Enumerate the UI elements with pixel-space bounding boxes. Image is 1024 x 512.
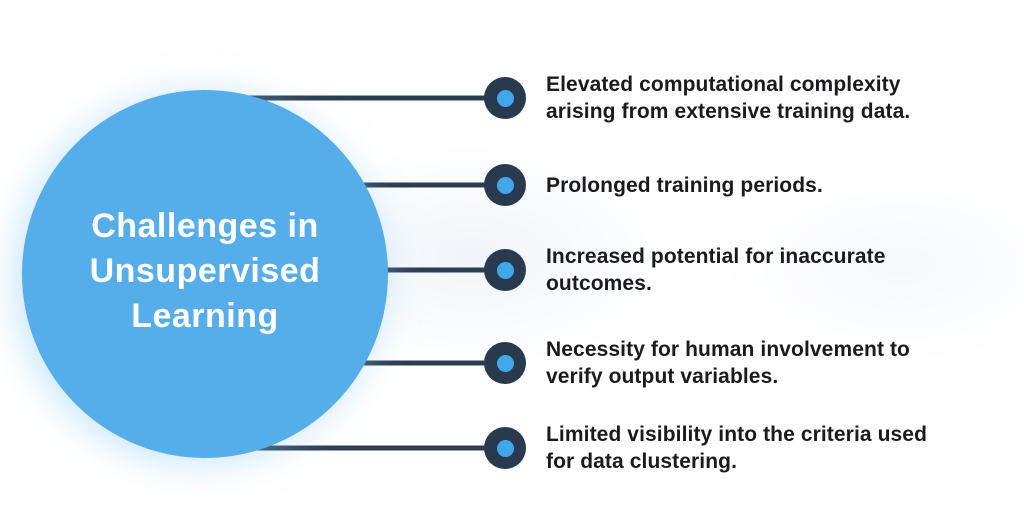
topic-circle: Challenges in Unsupervised Learning <box>22 90 388 458</box>
bullet-node-icon <box>484 427 526 469</box>
challenge-item-2: Prolonged training periods. <box>0 150 1024 220</box>
bullet-node-icon <box>484 342 526 384</box>
bullet-node-dot-icon <box>496 354 514 372</box>
challenge-text-3: Increased potential for inaccurate outco… <box>546 245 886 295</box>
challenge-item-5: Limited visibility into the criteria use… <box>0 413 1024 483</box>
topic-title: Challenges in Unsupervised Learning <box>89 206 321 335</box>
connector-line <box>200 445 507 451</box>
connector-line <box>200 95 507 101</box>
challenge-item-1: Elevated computational complexity arisin… <box>0 63 1024 133</box>
bullet-node-icon <box>484 77 526 119</box>
bullet-node-dot-icon <box>496 261 514 279</box>
challenge-text-4: Necessity for human involvement to verif… <box>546 338 910 388</box>
bullet-node-dot-icon <box>496 439 514 457</box>
bullet-node-dot-icon <box>496 176 514 194</box>
bullet-node-icon <box>484 164 526 206</box>
challenge-text-1: Elevated computational complexity arisin… <box>546 73 911 123</box>
challenge-text-2: Prolonged training periods. <box>546 173 823 197</box>
bullet-node-dot-icon <box>496 89 514 107</box>
bullet-node-icon <box>484 249 526 291</box>
challenge-text-5: Limited visibility into the criteria use… <box>546 423 928 473</box>
